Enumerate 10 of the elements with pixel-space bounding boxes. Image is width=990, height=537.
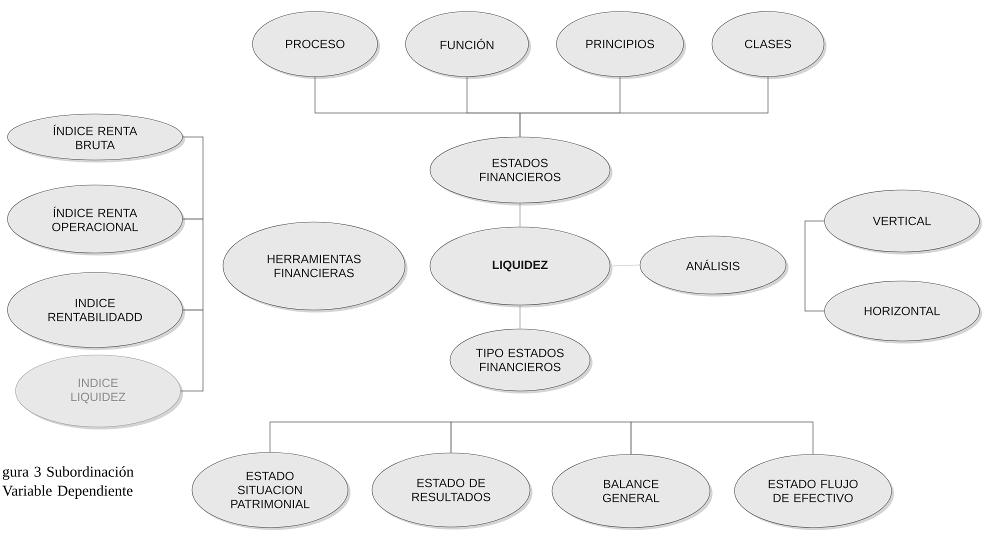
- connector-line: [610, 264, 640, 266]
- caption: gura 3 Subordinación Variable Dependiente: [2, 466, 134, 499]
- connector-line: [270, 422, 452, 454]
- connector-line: [182, 136, 204, 220]
- connector-line: [804, 220, 825, 312]
- connector-line: [520, 76, 768, 138]
- connector-line: [450, 422, 632, 455]
- connector-line: [630, 422, 814, 455]
- connector-line: [180, 310, 204, 392]
- connector-line: [182, 218, 204, 310]
